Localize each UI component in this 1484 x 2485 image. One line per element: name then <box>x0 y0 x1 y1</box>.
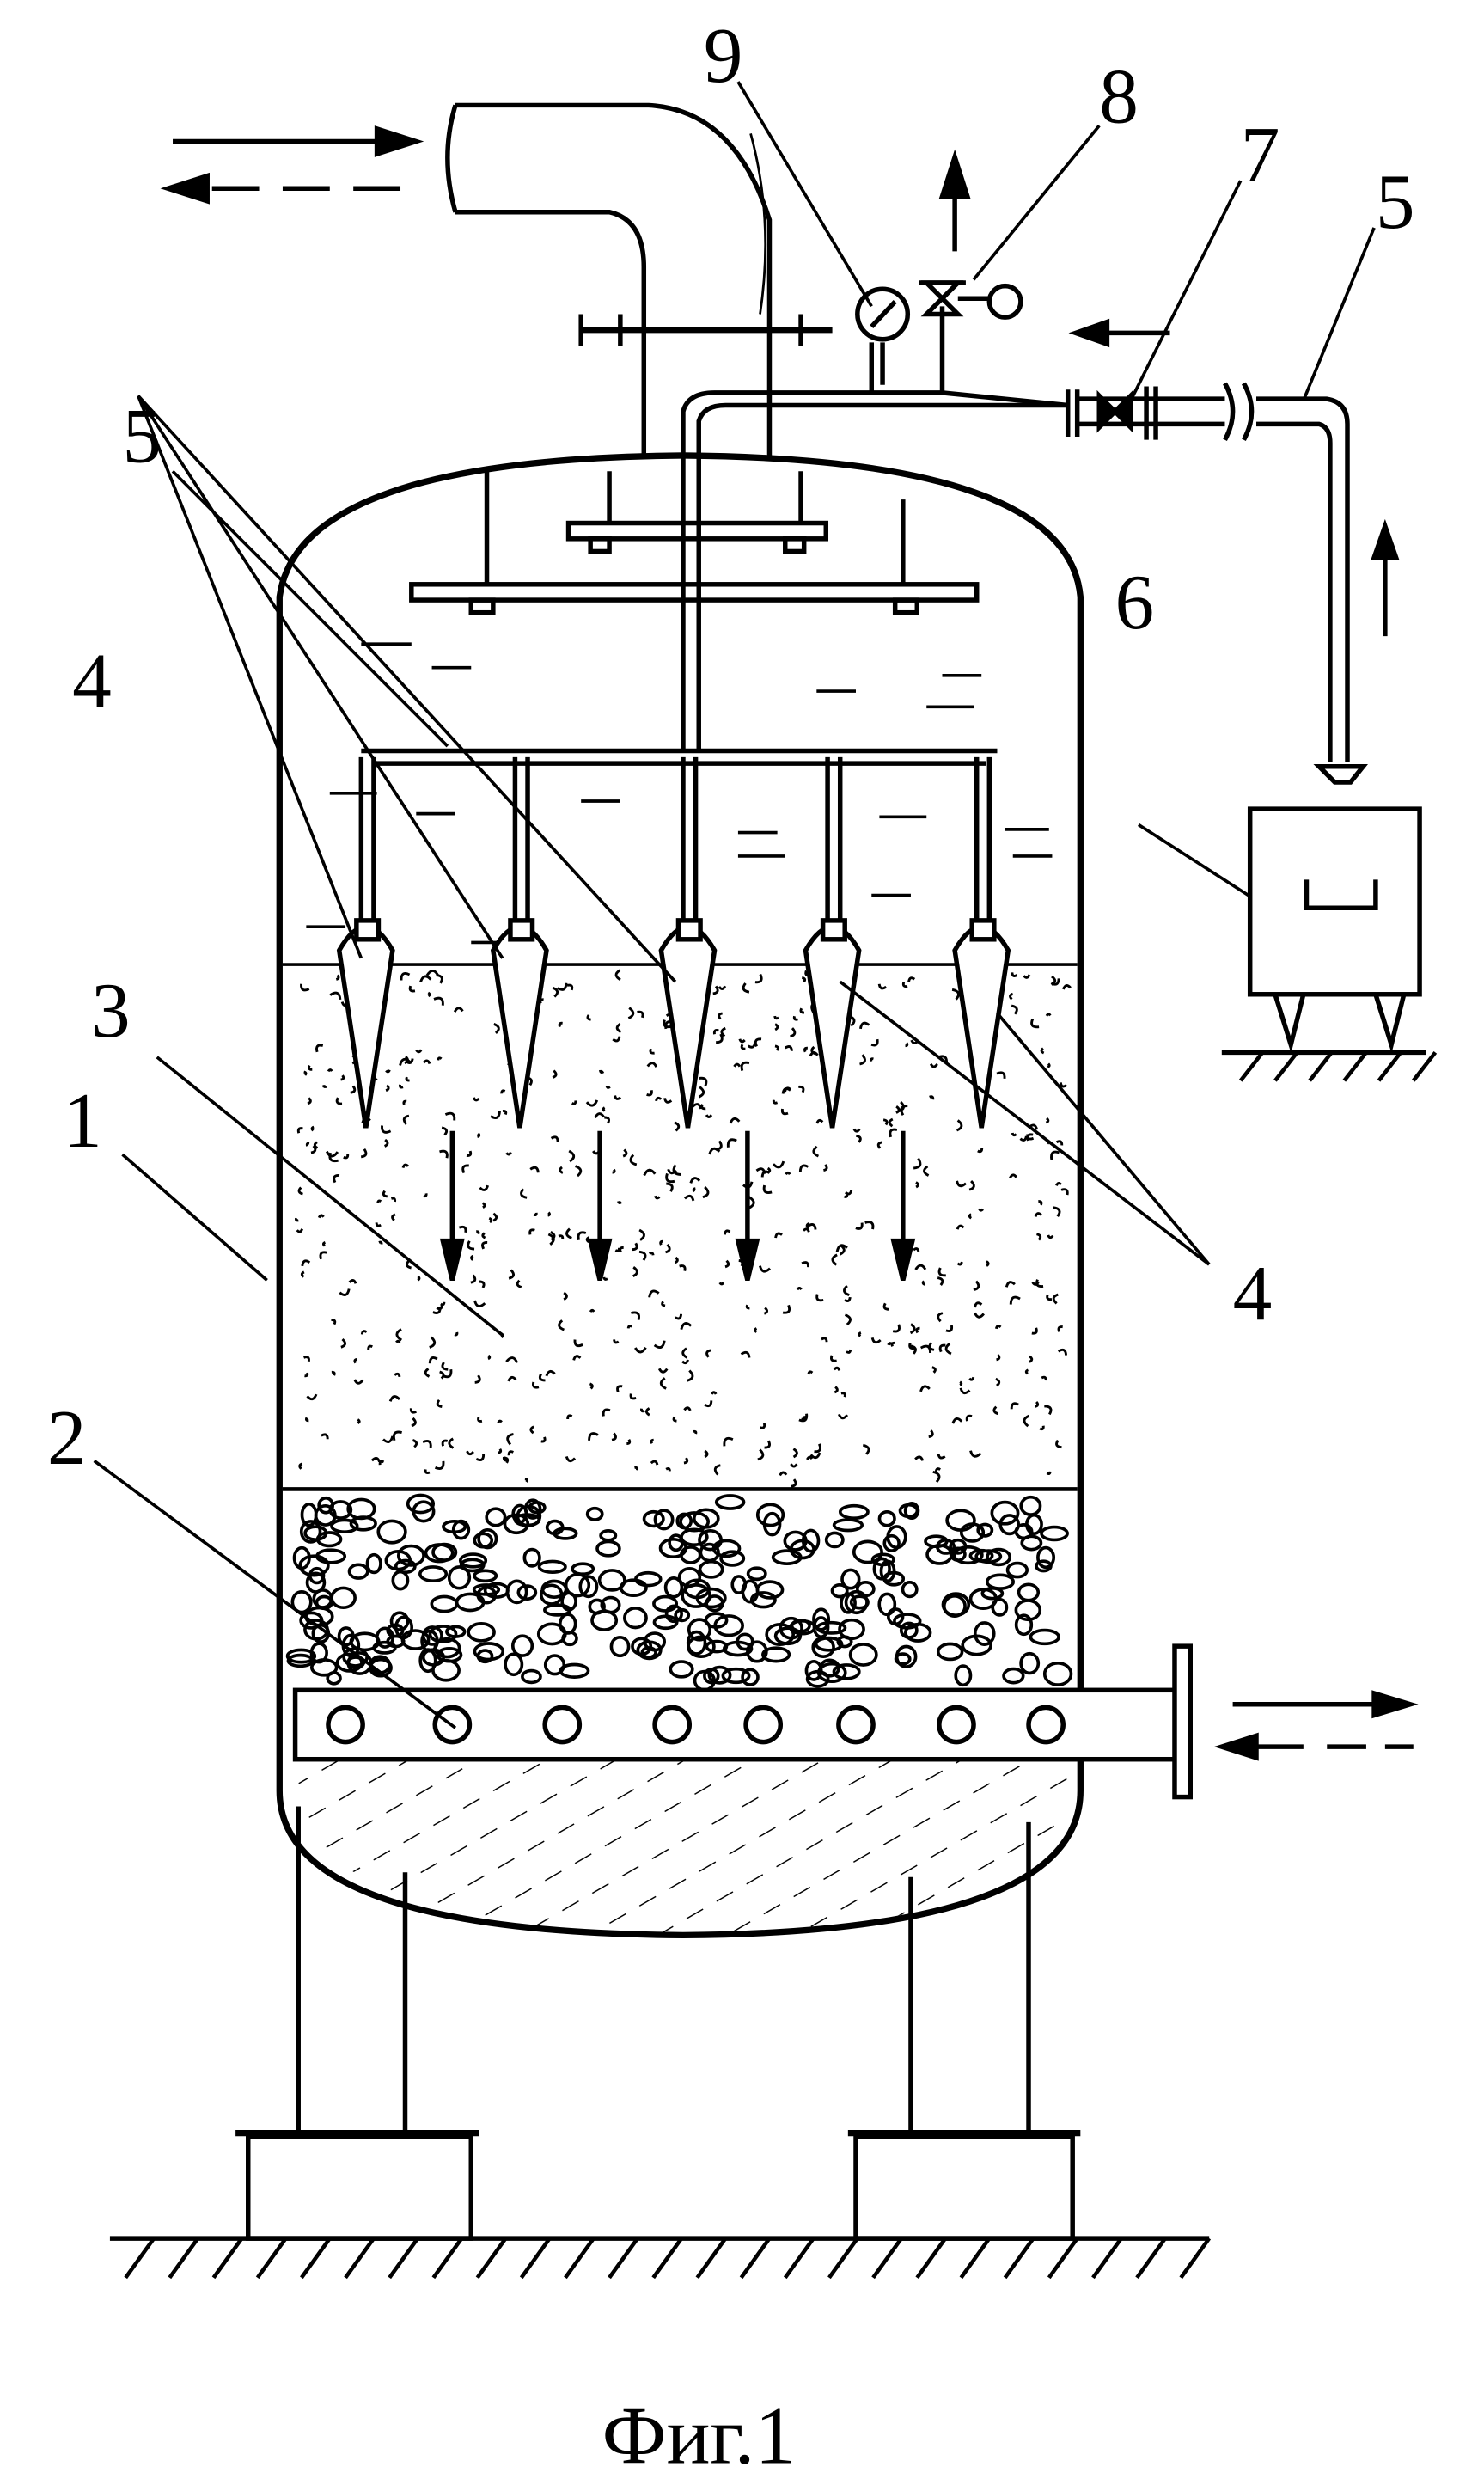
callout-distribution-pipe-inner: 5 <box>123 392 162 479</box>
external-line <box>943 383 1426 1052</box>
callouts: 1 2 3 4 4 5 5 6 7 8 9 <box>47 12 1415 1481</box>
callout-filter-bed: 3 <box>91 967 131 1054</box>
callout-valve: 7 <box>1241 111 1280 198</box>
callout-shell: 1 <box>63 1077 102 1164</box>
callout-tank: 6 <box>1115 559 1155 646</box>
callout-distribution-pipe-outer: 5 <box>1376 158 1415 245</box>
callout-pressure-gauge: 9 <box>704 12 743 99</box>
vent-valve-and-gauge <box>858 157 1021 385</box>
top-internals <box>412 471 977 612</box>
water-lines <box>306 644 1052 942</box>
callout-nozzles-left: 4 <box>72 637 112 724</box>
distribution-pipe <box>361 342 1067 763</box>
callout-vent-valve: 8 <box>1099 53 1139 140</box>
callout-nozzles-right: 4 <box>1233 1250 1273 1337</box>
figure-caption: Фиг.1 <box>602 2390 796 2481</box>
callout-drainage-collector: 2 <box>47 1394 87 1481</box>
